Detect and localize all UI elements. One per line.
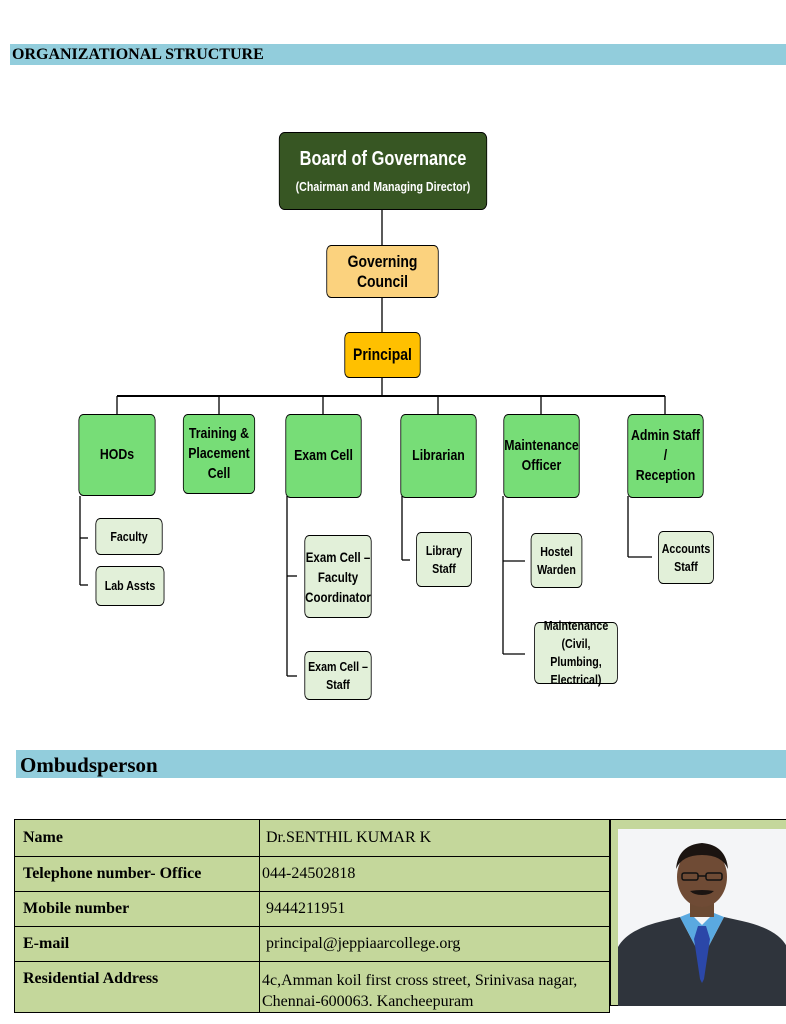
governing-council-box: Governing Council [326,245,439,298]
sub-library-staff-label: Library Staff [425,542,463,576]
sub-hostel-warden-box: Hostel Warden [530,533,583,588]
dept-maintenance-box: Maintenance Officer [503,414,580,498]
org-structure-heading: ORGANIZATIONAL STRUCTURE [10,44,786,65]
email-value: principal@jeppiaarcollege.org [259,926,610,962]
principal-box: Principal [344,332,421,378]
sub-hostel-warden-label: Hostel Warden [537,543,576,577]
dept-librarian-label: Librarian [412,447,465,464]
mobile-value: 9444211951 [259,891,610,927]
table-row: Telephone number- Office 044-24502818 [14,856,610,892]
board-title: Board of Governance [299,148,467,170]
board-subtitle: (Chairman and Managing Director) [295,179,471,194]
table-row: Residential Address 4c,Amman koil first … [14,961,610,1013]
board-of-governance-box: Board of Governance (Chairman and Managi… [278,132,488,210]
email-label: E-mail [14,926,260,962]
photo-cell [610,819,786,1006]
principal-label: Principal [353,345,412,364]
org-chart-connectors [79,210,666,677]
sub-faculty-box: Faculty [95,518,163,555]
telephone-label: Telephone number- Office [14,856,260,892]
table-row: Name Dr.SENTHIL KUMAR K [14,819,610,857]
sub-accounts-staff-label: Accounts Staff [661,540,711,574]
sub-lab-assts-label: Lab Assts [104,578,156,593]
name-label: Name [14,819,260,857]
telephone-value: 044-24502818 [259,856,610,892]
dept-maintenance-label: Maintenance Officer [504,437,579,474]
address-label: Residential Address [14,961,260,1013]
table-row: Mobile number 9444211951 [14,891,610,927]
mobile-label: Mobile number [14,891,260,927]
dept-admin-label: Admin Staff / Reception [630,427,701,484]
dept-hods-box: HODs [78,414,156,496]
sub-exam-staff-label: Exam Cell – Staff [308,658,368,692]
ombudsperson-heading: Ombudsperson [16,750,786,778]
sub-maintenance-civil-label: Maintenance (Civil, Plumbing, Electrical… [543,618,609,687]
address-value: 4c,Amman koil first cross street, Sriniv… [259,961,610,1013]
person-portrait-icon [618,829,786,1006]
dept-librarian-box: Librarian [400,414,477,498]
ombudsperson-photo [618,829,786,1006]
governing-council-label: Governing Council [347,251,418,291]
dept-hods-label: HODs [99,446,135,463]
sub-faculty-label: Faculty [110,528,148,544]
sub-library-staff-box: Library Staff [416,532,472,587]
sub-accounts-staff-box: Accounts Staff [658,531,714,584]
sub-exam-faculty-coordinator-box: Exam Cell – Faculty Coordinator [304,535,372,618]
name-value: Dr.SENTHIL KUMAR K [259,819,610,857]
ombudsperson-table: Name Dr.SENTHIL KUMAR K Telephone number… [14,819,610,1013]
dept-exam-cell-label: Exam Cell [294,447,353,464]
table-row: E-mail principal@jeppiaarcollege.org [14,926,610,962]
dept-admin-box: Admin Staff / Reception [627,414,704,498]
dept-training-box: Training & Placement Cell [182,414,256,494]
dept-exam-cell-box: Exam Cell [285,414,362,498]
dept-training-label: Training & Placement Cell [188,425,250,482]
sub-lab-assts-box: Lab Assts [95,566,165,606]
sub-exam-faculty-coordinator-label: Exam Cell – Faculty Coordinator [305,548,371,605]
sub-maintenance-civil-box: Maintenance (Civil, Plumbing, Electrical… [534,618,618,687]
sub-exam-staff-box: Exam Cell – Staff [304,651,372,700]
